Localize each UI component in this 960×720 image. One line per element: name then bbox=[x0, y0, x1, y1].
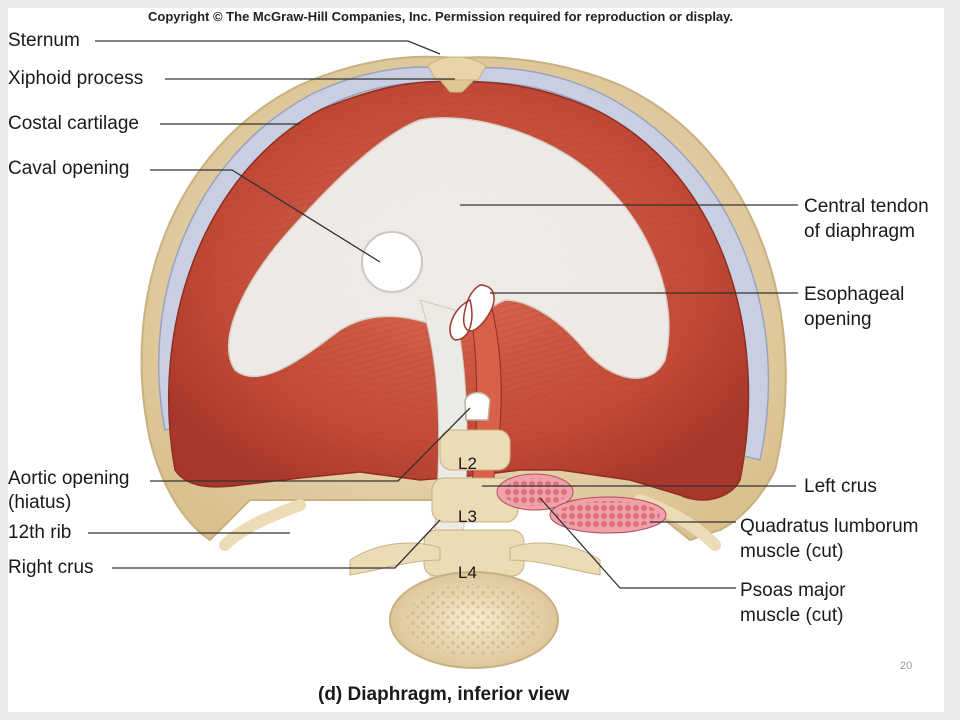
label-right-crus: Right crus bbox=[8, 557, 94, 578]
vertebral-column bbox=[349, 429, 601, 669]
label-xiphoid-process: Xiphoid process bbox=[8, 68, 144, 89]
label-sternum: Sternum bbox=[8, 30, 80, 51]
vertebra-label-l4: L4 bbox=[458, 563, 477, 582]
vertebra-label-l2: L2 bbox=[458, 454, 477, 473]
copyright-notice: Copyright © The McGraw-Hill Companies, I… bbox=[148, 9, 734, 24]
label-esophageal-line2: opening bbox=[804, 309, 872, 330]
xiphoid-process bbox=[438, 79, 476, 93]
sternum bbox=[427, 56, 487, 81]
label-quadratus-line2: muscle (cut) bbox=[740, 541, 844, 562]
leader-lines bbox=[88, 40, 798, 589]
label-esophageal-line1: Esophageal bbox=[804, 284, 905, 305]
caval-opening bbox=[361, 231, 423, 293]
twelfth-rib-left bbox=[219, 499, 306, 551]
vertebra-label-l3: L3 bbox=[458, 507, 477, 526]
label-quadratus-line1: Quadratus lumborum bbox=[740, 516, 919, 537]
page-number: 20 bbox=[900, 660, 913, 672]
label-aortic-opening-line1: Aortic opening bbox=[8, 468, 130, 489]
label-costal-cartilage: Costal cartilage bbox=[8, 113, 139, 134]
figure-caption: (d) Diaphragm, inferior view bbox=[318, 684, 570, 705]
label-12th-rib: 12th rib bbox=[8, 522, 72, 543]
label-central-tendon-line1: Central tendon bbox=[804, 196, 929, 217]
label-psoas-line2: muscle (cut) bbox=[740, 605, 844, 626]
aortic-opening bbox=[464, 391, 491, 421]
label-caval-opening: Caval opening bbox=[8, 158, 130, 179]
label-psoas-line1: Psoas major bbox=[740, 580, 846, 601]
esophageal-opening bbox=[449, 284, 495, 341]
label-central-tendon-line2: of diaphragm bbox=[804, 221, 915, 242]
label-aortic-opening-line2: (hiatus) bbox=[8, 492, 72, 513]
label-left-crus: Left crus bbox=[804, 476, 877, 497]
